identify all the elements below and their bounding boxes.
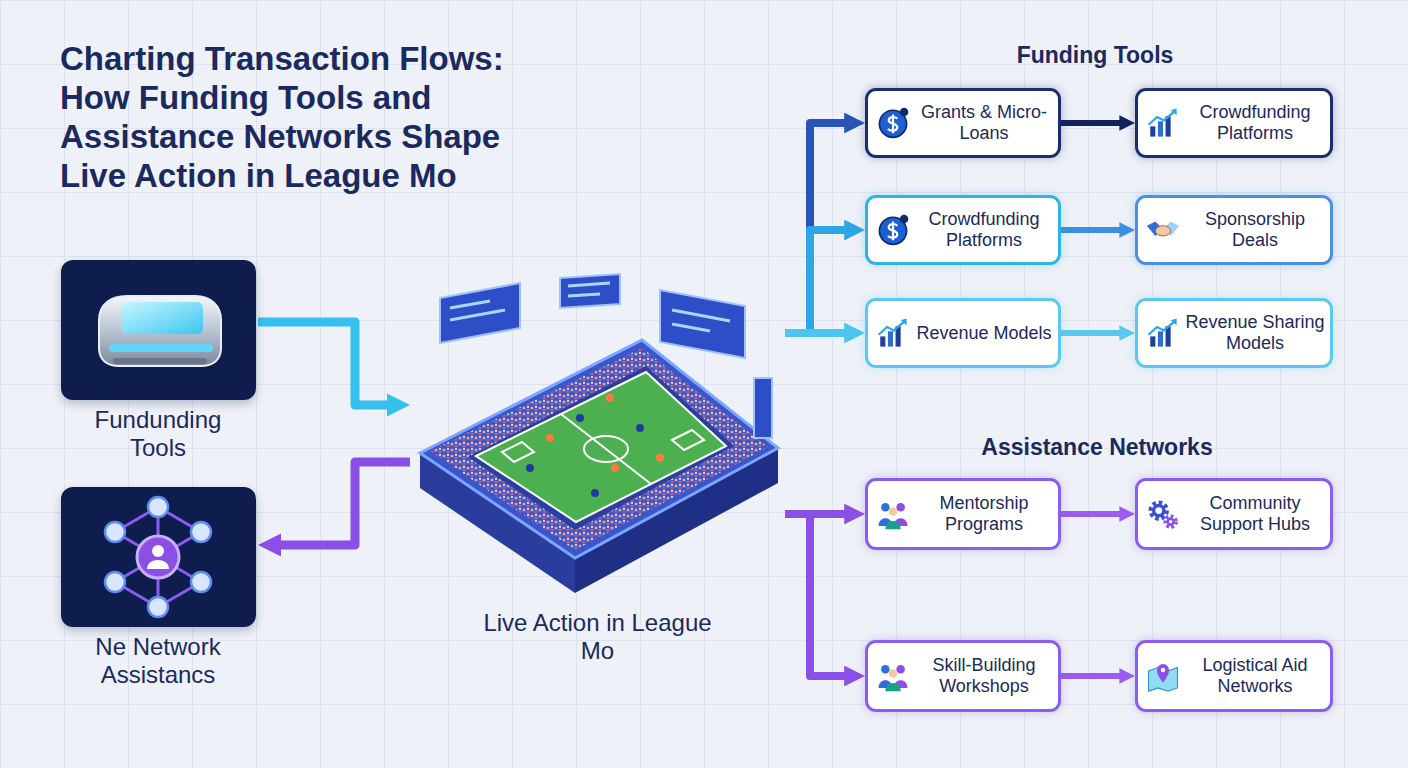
box-text: Revenue Sharing Models xyxy=(1180,312,1326,353)
box-icon xyxy=(876,659,910,693)
box-text: Crowdfunding Platforms xyxy=(910,209,1054,250)
box-icon xyxy=(1151,503,1176,527)
box-icon xyxy=(1147,222,1179,236)
node-caption: Ne Network Assistancs xyxy=(71,633,246,688)
funding-box: Revenue Models xyxy=(865,298,1061,368)
network-icon: Ne Network Assistancs xyxy=(58,487,258,688)
flow-arrow xyxy=(1061,673,1124,679)
box-icon xyxy=(1149,319,1177,347)
icon-tile xyxy=(61,487,256,627)
flow-arrow xyxy=(1061,120,1124,126)
flow-arrow xyxy=(1061,330,1124,336)
box-icon xyxy=(876,497,910,531)
icon-graphic xyxy=(99,296,221,366)
flow-arrow xyxy=(785,514,850,676)
node-caption: Fundunding Tools xyxy=(71,406,246,461)
box-icon xyxy=(1146,213,1180,247)
box-icon xyxy=(879,215,908,245)
funding-box: Revenue Sharing Models xyxy=(1135,298,1333,368)
assistance-box: Community Support Hubs xyxy=(1135,478,1333,550)
section-heading: Assistance Networks xyxy=(952,434,1242,461)
box-text: Skill-Building Workshops xyxy=(910,655,1054,696)
box-icon xyxy=(1146,497,1180,531)
stadium-graphic xyxy=(420,274,778,593)
box-label: Crowdfunding Platforms xyxy=(1184,102,1326,143)
box-icon xyxy=(876,316,910,350)
box-label: Skill-Building Workshops xyxy=(914,655,1054,696)
flow-arrow xyxy=(785,123,850,333)
flow-arrow xyxy=(1061,511,1124,517)
icon-graphic xyxy=(105,497,211,617)
icon-tile xyxy=(61,260,256,400)
funding-box: Crowdfunding Platforms xyxy=(1135,88,1333,158)
box-text: Logistical Aid Networks xyxy=(1180,655,1326,696)
diagram-title: Charting Transaction Flows: How Funding … xyxy=(60,40,555,196)
flow-arrow xyxy=(785,329,850,337)
section-heading: Funding Tools xyxy=(985,42,1205,69)
box-icon xyxy=(1149,109,1177,137)
icon-graphic xyxy=(61,487,256,627)
box-icon xyxy=(879,319,907,347)
funding-box: Grants & Micro-Loans xyxy=(865,88,1061,158)
box-icon xyxy=(879,503,908,529)
flow-arrow xyxy=(1061,227,1124,233)
box-icon xyxy=(1146,106,1180,140)
funding-icon: Fundunding Tools xyxy=(58,260,258,461)
box-text: Revenue Models xyxy=(910,323,1054,344)
box-label: Sponsorship Deals xyxy=(1184,209,1326,250)
flow-arrow xyxy=(274,462,410,545)
box-icon xyxy=(1149,664,1178,691)
stadium-graphic xyxy=(410,268,785,603)
box-label: Mentorship Programs xyxy=(914,493,1054,534)
box-label: Grants & Micro-Loans xyxy=(914,102,1054,143)
assistance-box: Skill-Building Workshops xyxy=(865,640,1061,712)
box-icon xyxy=(879,108,908,138)
flow-arrow xyxy=(258,322,394,405)
box-text: Community Support Hubs xyxy=(1180,493,1326,534)
node-caption: Live Action in League Mo xyxy=(468,609,728,664)
box-text: Crowdfunding Platforms xyxy=(1180,102,1326,143)
box-text: Mentorship Programs xyxy=(910,493,1054,534)
box-label: Revenue Sharing Models xyxy=(1184,312,1326,353)
box-text: Sponsorship Deals xyxy=(1180,209,1326,250)
box-icon xyxy=(879,665,908,691)
assistance-box: Mentorship Programs xyxy=(865,478,1061,550)
stadium-illustration: Live Action in League Mo xyxy=(410,268,785,664)
flow-arrow xyxy=(785,230,850,333)
box-icon xyxy=(1146,316,1180,350)
box-icon xyxy=(1146,659,1180,693)
assistance-box: Logistical Aid Networks xyxy=(1135,640,1333,712)
funding-box: Sponsorship Deals xyxy=(1135,195,1333,265)
box-label: Revenue Models xyxy=(914,323,1054,344)
box-label: Community Support Hubs xyxy=(1184,493,1326,534)
icon-graphic xyxy=(61,260,256,400)
box-label: Crowdfunding Platforms xyxy=(914,209,1054,250)
box-text: Grants & Micro-Loans xyxy=(910,102,1054,143)
box-icon xyxy=(876,106,910,140)
box-icon xyxy=(876,213,910,247)
box-label: Logistical Aid Networks xyxy=(1184,655,1326,696)
funding-box: Crowdfunding Platforms xyxy=(865,195,1061,265)
